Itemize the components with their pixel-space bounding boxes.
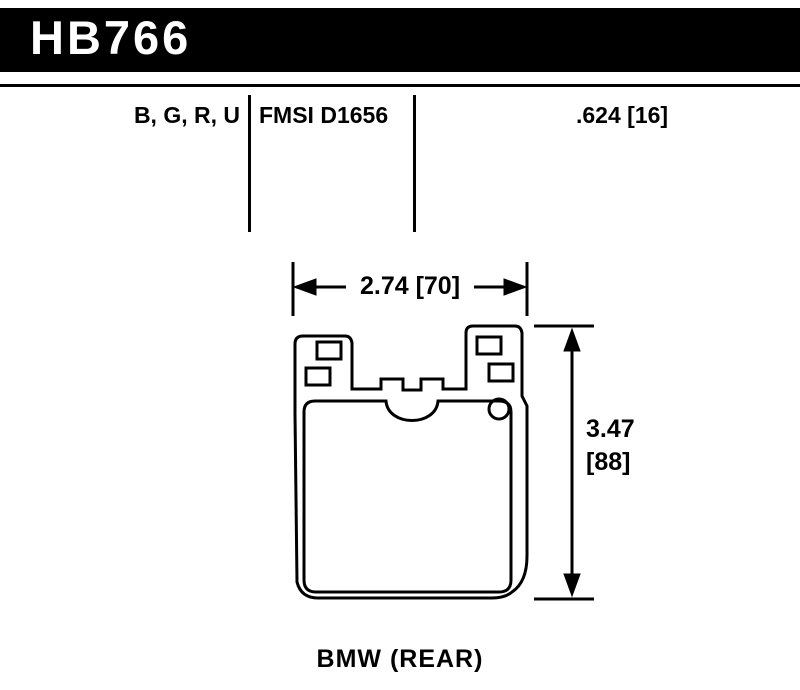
pad-thickness: .624 [16]: [576, 102, 669, 128]
left-ear-slot-bottom: [304, 366, 332, 387]
spec-divider-right: [413, 95, 416, 232]
height-arrowhead-top: [563, 327, 581, 352]
left-ear-slot-top: [315, 340, 343, 361]
height-dimension-label-inches: 3.47: [586, 415, 635, 443]
width-arrowhead-left: [292, 278, 317, 296]
application-label: BMW (REAR): [316, 645, 484, 673]
height-dimension-label-mm: [88]: [586, 448, 631, 476]
height-arrowhead-bottom: [563, 573, 581, 598]
width-dimension-label: 2.74 [70]: [359, 272, 461, 300]
header-rule: [0, 84, 800, 87]
right-ear-slot-bottom: [487, 362, 515, 383]
width-arrowhead-right: [503, 278, 528, 296]
spec-divider-left: [248, 95, 251, 232]
backing-plate-outline: [293, 324, 529, 600]
friction-pad-outline: [302, 399, 513, 594]
right-ear-slot-top: [475, 335, 503, 356]
part-number: HB766: [30, 11, 192, 64]
header-bar: [0, 8, 800, 72]
fmsi-number: FMSI D1656: [259, 102, 389, 128]
compound-codes: B, G, R, U: [133, 102, 240, 128]
sensor-hole: [487, 397, 511, 421]
